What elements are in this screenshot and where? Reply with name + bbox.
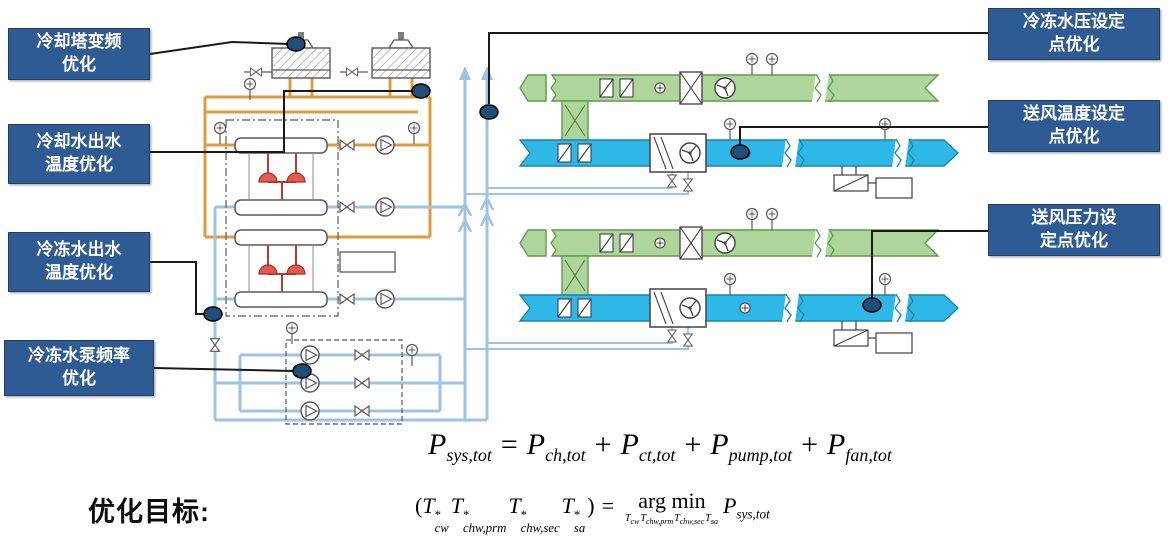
eq1-term-pct: Pct,tot [620,428,676,465]
callout-text: 送风压力设 [1031,208,1117,228]
primary-chw-pump-2 [375,289,395,309]
node-secondary-pump [292,363,312,379]
callout-text: 冷冻水泵频率 [28,346,130,366]
condenser-water-piping [203,78,432,239]
cooling-towers [244,31,431,79]
callout-supply-air-pressure-setpoint: 送风压力设 定点优化 [988,204,1160,256]
callout-text: 冷却水出水 [36,132,122,152]
objective-label: 优化目标: [88,497,210,527]
secondary-pump-3 [300,401,320,421]
connector-supply-air-pressure [871,230,988,298]
measurement-nodes [203,36,882,379]
eq1-plus: + [684,428,702,461]
connector-chilled-water [150,261,205,315]
secondary-pump-1 [300,345,320,365]
eq2-var-tchwsec: T*chw,sec [508,493,560,535]
chiller-2 [234,229,328,308]
callout-condenser-water-temp: 冷却水出水 温度优化 [8,124,150,184]
node-chilled-water-pressure [479,104,499,120]
callout-text: 优化 [62,55,96,74]
eq1-plus: + [801,428,819,461]
primary-chw-pump-1 [375,197,395,217]
condenser-pump [375,135,395,155]
eq1-equals: = [500,428,518,461]
callout-text: 送风温度设定 [1023,104,1125,124]
node-cooling-tower-fan [286,36,306,52]
connector-cooling-tower-vfd [149,40,290,55]
eq2-var-tsa: T*sa [561,493,586,535]
node-condenser-water-outlet [411,83,431,99]
eq1-term-psys: Psys,tot [428,428,492,465]
callout-cooling-tower-vfd: 冷却塔变频 优化 [8,28,150,80]
node-supply-air-pressure [862,297,882,313]
node-supply-air-temperature [730,144,750,160]
callout-pump-frequency: 冷冻水泵频率 优化 [4,340,154,396]
callout-connectors [149,32,988,372]
eq2-var-tchwprm: T*chw,prm [450,493,507,535]
eq1-term-pfan: Pfan,tot [827,428,892,465]
connector-condenser-water [150,90,413,153]
cooling-tower-2 [371,31,431,79]
chiller-1 [234,137,328,216]
callout-text: 冷冻水出水 [36,240,122,260]
callout-supply-air-temp-setpoint: 送风温度设定 点优化 [988,100,1160,152]
eq2-result: Psys,tot [722,493,770,522]
secondary-pump-group [209,321,419,425]
chiller-plant [213,77,421,317]
callout-text: 冷却塔变频 [36,32,122,52]
eq1-plus: + [594,428,612,461]
ahu-system-1 [465,54,958,199]
connector-supply-air-temp [739,126,988,145]
callout-chilled-water-temp: 冷冻水出水 温度优化 [8,232,150,292]
connector-chw-pressure [488,32,988,104]
heat-exchanger [339,251,396,273]
callout-text: 温度优化 [45,263,113,282]
node-chilled-water-outlet [203,306,223,322]
callout-text: 温度优化 [45,155,113,174]
connector-pump-frequency [153,367,294,372]
callout-text: 冷冻水压设定 [1023,12,1125,32]
eq2-equals: = [601,493,614,519]
callout-text: 点优化 [1048,127,1100,146]
callout-text: 定点优化 [1040,231,1108,250]
equation-total-power: Psys,tot=Pch,tot+Pct,tot+Ppump,tot+Pfan,… [428,428,892,466]
eq1-term-ppump: Ppump,tot [710,428,793,465]
callout-text: 点优化 [1048,35,1100,54]
callout-chw-pressure-setpoint: 冷冻水压设定 点优化 [988,8,1160,60]
eq2-var-tcw: T*cw [422,493,449,535]
eq1-term-pch: Pch,tot [526,428,586,465]
callout-text: 优化 [62,369,96,388]
